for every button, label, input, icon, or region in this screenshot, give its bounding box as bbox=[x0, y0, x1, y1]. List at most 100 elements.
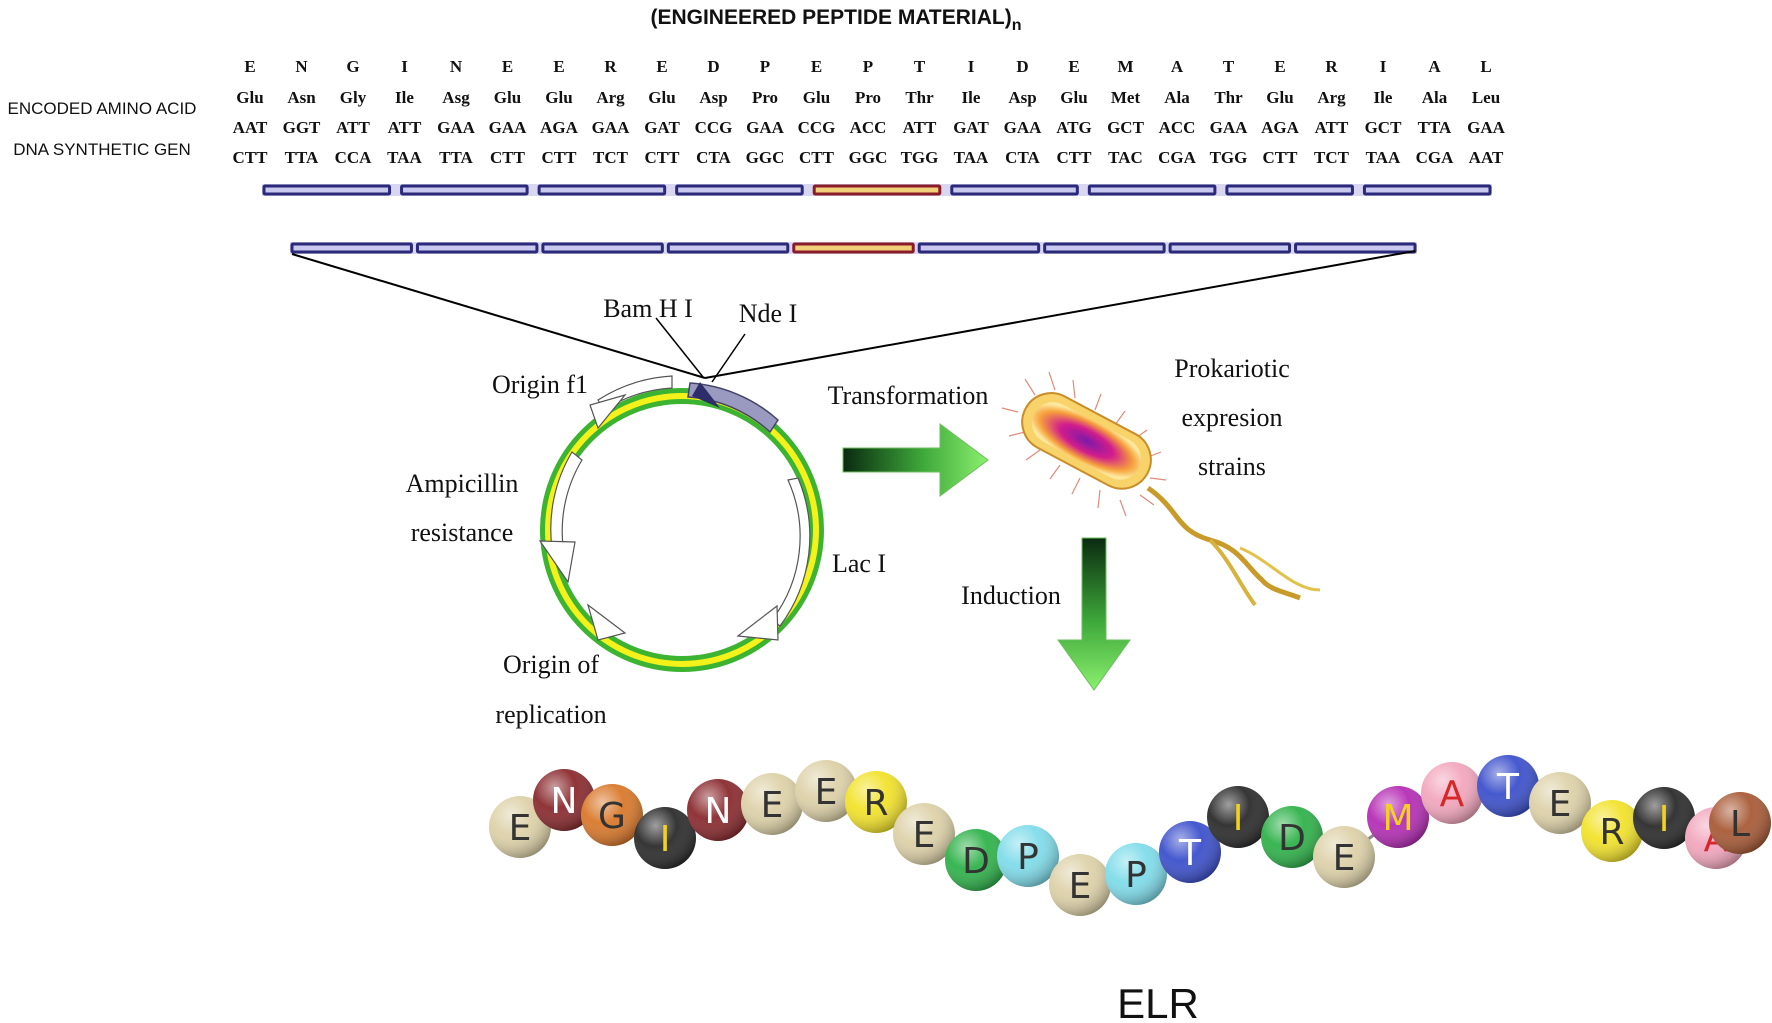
origin-replication-arrowhead bbox=[586, 603, 627, 641]
seq-codon-row1: GAA bbox=[437, 118, 476, 137]
amino-bead-shading bbox=[1049, 854, 1111, 916]
lac-arrowhead bbox=[736, 604, 779, 641]
ampicillin-label-line1: Ampicillin bbox=[406, 469, 519, 498]
gene-segment bbox=[1225, 184, 1354, 196]
gene-segment bbox=[1168, 242, 1292, 254]
amino-bead-shading bbox=[997, 825, 1059, 887]
seq-amino-acid: Ala bbox=[1422, 88, 1448, 107]
seq-codon-row1: ATT bbox=[903, 118, 937, 137]
amino-bead-letter: D bbox=[962, 841, 990, 882]
seq-codon-row2: CTT bbox=[645, 148, 681, 167]
seq-codon-row1: GAA bbox=[592, 118, 631, 137]
amino-bead-shading bbox=[1105, 843, 1167, 905]
seq-amino-acid: Glu bbox=[1060, 88, 1087, 107]
gene-segment bbox=[537, 184, 667, 196]
seq-amino-acid: Arg bbox=[596, 88, 625, 107]
seq-codon-row2: TCT bbox=[1314, 148, 1350, 167]
seq-codon-row1: GCT bbox=[1365, 118, 1403, 137]
amino-bead-shading bbox=[634, 807, 696, 869]
seq-amino-acid: Ile bbox=[1374, 88, 1393, 107]
amino-bead-letter: E bbox=[913, 815, 936, 856]
amino-bead-letter: A bbox=[1440, 774, 1465, 815]
gene-segment bbox=[917, 242, 1041, 254]
seq-codon-row1: GAA bbox=[489, 118, 528, 137]
seq-amino-acid: Pro bbox=[752, 88, 778, 107]
seq-codon-row2: CGA bbox=[1158, 148, 1197, 167]
seq-codon-row1: GAA bbox=[1004, 118, 1043, 137]
seq-amino-acid: Ile bbox=[395, 88, 414, 107]
seq-amino-acid: Asg bbox=[442, 88, 470, 107]
seq-amino-acid: Arg bbox=[1317, 88, 1346, 107]
transformation-arrow bbox=[842, 423, 989, 497]
amino-bead-shading bbox=[945, 829, 1007, 891]
gene-segment bbox=[541, 242, 664, 254]
seq-letter: M bbox=[1117, 57, 1133, 76]
gene-segment bbox=[415, 242, 539, 254]
amino-bead-letter: T bbox=[1178, 833, 1202, 874]
seq-codon-row1: ATG bbox=[1056, 118, 1092, 137]
amino-bead-shading bbox=[845, 771, 907, 833]
seq-codon-row2: TAA bbox=[954, 148, 989, 167]
seq-codon-row1: GAA bbox=[1467, 118, 1506, 137]
seq-codon-row2: TTA bbox=[439, 148, 473, 167]
seq-amino-acid: Ile bbox=[962, 88, 981, 107]
seq-codon-row2: TGG bbox=[901, 148, 939, 167]
seq-amino-acid: Pro bbox=[855, 88, 881, 107]
seq-amino-acid: Met bbox=[1111, 88, 1141, 107]
gene-bar-row1 bbox=[262, 184, 1492, 196]
amino-bead-shading bbox=[1261, 806, 1323, 868]
seq-letter: I bbox=[968, 57, 975, 76]
seq-codon-row2: GGC bbox=[849, 148, 888, 167]
seq-letter: E bbox=[553, 57, 564, 76]
amino-bead-letter: I bbox=[1233, 798, 1244, 839]
ampicillin-arrowhead bbox=[538, 540, 576, 584]
origin-f1-arrowhead bbox=[589, 393, 627, 430]
origin-replication-label-line1: Origin of bbox=[503, 650, 599, 679]
origin-replication-label-line2: replication bbox=[495, 700, 606, 729]
amino-bead-letter: I bbox=[660, 819, 671, 860]
seq-letter: D bbox=[1016, 57, 1028, 76]
seq-amino-acid: Gly bbox=[340, 88, 367, 107]
flagellum bbox=[1146, 485, 1301, 601]
zoom-line-right bbox=[704, 250, 1416, 379]
seq-codon-row1: AAT bbox=[233, 118, 268, 137]
figure-title: (ENGINEERED PEPTIDE MATERIAL)n bbox=[650, 6, 1021, 34]
seq-codon-row2: CTT bbox=[1263, 148, 1299, 167]
amino-bead-shading bbox=[741, 773, 803, 835]
gene-bar-row2 bbox=[290, 242, 1417, 254]
transformation-label: Transformation bbox=[828, 381, 989, 410]
sequence-table: EGluAATCTTNAsnGGTTTAGGlyATTCCAIIleATTTAA… bbox=[233, 57, 1506, 167]
seq-codon-row1: GGT bbox=[283, 118, 321, 137]
flagellum-branch-2 bbox=[1239, 546, 1321, 592]
seq-codon-row2: GGC bbox=[746, 148, 785, 167]
seq-codon-row1: ATT bbox=[388, 118, 422, 137]
seq-codon-row1: GCT bbox=[1107, 118, 1145, 137]
ndei-label: Nde I bbox=[739, 299, 797, 328]
seq-codon-row1: ATT bbox=[336, 118, 370, 137]
seq-letter: E bbox=[656, 57, 667, 76]
induction-arrow bbox=[1057, 537, 1131, 691]
seq-codon-row2: CTA bbox=[696, 148, 731, 167]
amino-bead-letter: N bbox=[551, 781, 578, 822]
seq-codon-row1: TTA bbox=[1418, 118, 1452, 137]
seq-codon-row2: TCT bbox=[593, 148, 629, 167]
seq-codon-row2: CGA bbox=[1416, 148, 1455, 167]
seq-codon-row1: ACC bbox=[1159, 118, 1196, 137]
seq-codon-row2: CTT bbox=[542, 148, 578, 167]
gene-segment bbox=[262, 184, 392, 196]
seq-codon-row2: CTT bbox=[1057, 148, 1093, 167]
gene-segment bbox=[1362, 184, 1492, 196]
amino-bead-shading bbox=[1633, 787, 1695, 849]
strain-label-line3: strains bbox=[1198, 452, 1266, 481]
amino-bead-letter: P bbox=[1125, 855, 1147, 896]
seq-letter: E bbox=[502, 57, 513, 76]
seq-codon-row1: AGA bbox=[1261, 118, 1300, 137]
gene-segment bbox=[675, 184, 804, 196]
amino-bead-letter: E bbox=[815, 772, 838, 813]
seq-codon-row2: CTT bbox=[490, 148, 526, 167]
seq-codon-row2: CTT bbox=[233, 148, 269, 167]
seq-amino-acid: Glu bbox=[648, 88, 675, 107]
ampicillin-label-line2: resistance bbox=[411, 518, 514, 547]
amino-bead-shading bbox=[1159, 821, 1221, 883]
seq-letter: G bbox=[346, 57, 359, 76]
